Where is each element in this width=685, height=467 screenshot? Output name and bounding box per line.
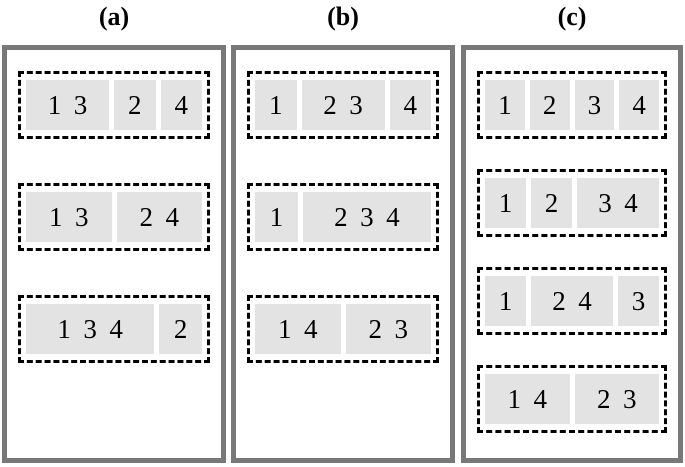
group-item: 1: [498, 89, 512, 120]
group-item: 1: [507, 383, 522, 414]
group-item: 1: [278, 313, 292, 344]
group-item: 1: [47, 89, 62, 120]
group-item: 1: [498, 285, 513, 316]
group-item: 4: [632, 89, 646, 120]
group-item: 4: [533, 383, 548, 414]
group-item: 4: [304, 313, 318, 344]
item-group: 1: [255, 80, 297, 130]
group-item: 1: [269, 89, 283, 120]
group-item: 3: [83, 313, 97, 344]
group-item: 2: [597, 383, 611, 414]
group-item: 3: [623, 383, 637, 414]
group-item: 2: [368, 313, 383, 344]
group-item: 2: [139, 201, 154, 232]
group-item: 4: [578, 285, 592, 316]
group-item: 3: [598, 187, 612, 218]
group-item: 4: [165, 201, 180, 232]
group-item: 1: [498, 187, 513, 218]
group-item: 4: [109, 313, 123, 344]
group-item: 3: [349, 89, 363, 120]
group-item: 2: [542, 89, 557, 120]
group-item: 3: [587, 89, 602, 120]
group-item: 2: [552, 285, 566, 316]
group-item: 1: [57, 313, 71, 344]
item-group: 1: [255, 192, 298, 242]
group-item: 1: [269, 201, 284, 232]
item-group: 4: [619, 80, 659, 130]
group-item: 4: [624, 187, 638, 218]
group-item: 2: [173, 313, 188, 344]
group-item: 3: [394, 313, 409, 344]
group-item: 2: [544, 187, 559, 218]
group-item: 2: [128, 89, 142, 120]
item-group: 2: [531, 178, 572, 228]
item-group: 2: [114, 80, 156, 130]
group-item: 1: [49, 201, 63, 232]
group-item: 3: [73, 89, 88, 120]
item-group: 3: [574, 80, 615, 130]
group-item: 2: [334, 201, 348, 232]
panel-label: (c): [557, 2, 587, 31]
item-group: 2: [529, 80, 570, 130]
item-group: 1: [485, 276, 526, 326]
item-group: 1: [485, 178, 526, 228]
item-group: 3: [618, 276, 659, 326]
group-item: 4: [174, 89, 189, 120]
panel-label: (a): [98, 2, 130, 31]
item-group: 4: [160, 80, 202, 130]
item-group: 2: [159, 304, 202, 354]
panel-label: (b): [327, 2, 359, 31]
group-item: 4: [386, 201, 400, 232]
group-item: 3: [75, 201, 89, 232]
item-group: 4: [389, 80, 431, 130]
group-item: 3: [631, 285, 646, 316]
item-group: 1: [485, 80, 525, 130]
group-item: 2: [323, 89, 337, 120]
group-item: 4: [403, 89, 418, 120]
group-item: 3: [360, 201, 374, 232]
